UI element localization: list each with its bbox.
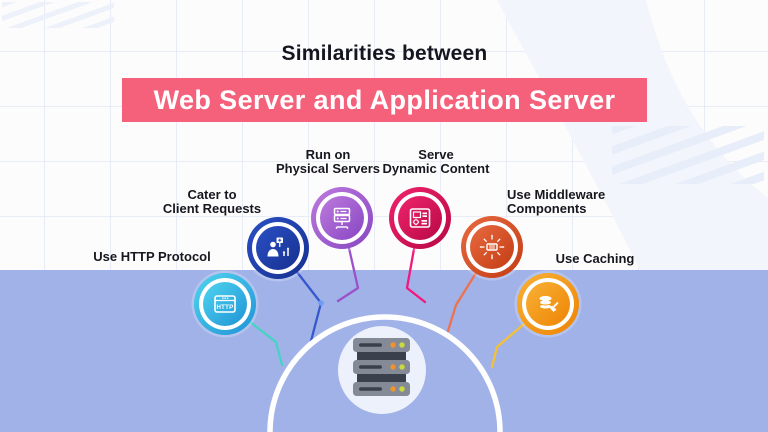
- connector-middleware: [446, 271, 478, 333]
- svg-text:HTTP: HTTP: [217, 304, 234, 311]
- diagonal-stripes-right: [612, 126, 764, 184]
- badge-physical-servers: [311, 187, 373, 249]
- badge-http: HTTP: [194, 273, 256, 335]
- badge-caching: [517, 273, 579, 335]
- connector-bead: [318, 300, 324, 306]
- physical-server-icon: [333, 207, 351, 229]
- white-arch: [267, 314, 503, 432]
- label-cater-client-requests: Cater to Client Requests: [162, 187, 262, 216]
- label-run-physical-servers: Run on Physical Servers: [275, 147, 381, 176]
- badge-middleware: [461, 216, 523, 278]
- middleware-hub-icon: [479, 234, 505, 260]
- banner-title: Web Server and Application Server: [122, 78, 647, 122]
- label-use-middleware: Use Middleware Components: [507, 187, 606, 216]
- connector-caching: [490, 322, 526, 369]
- badge-client-requests: [247, 217, 309, 279]
- caching-brush-icon: [539, 296, 559, 312]
- page-title: Similarities between: [281, 42, 488, 65]
- server-stack-icon: [353, 338, 410, 396]
- diagonal-stripes-top-left: [2, 2, 114, 28]
- label-use-caching: Use Caching: [555, 251, 635, 266]
- connector-dynamic: [405, 247, 427, 304]
- http-window-icon: HTTP: [214, 295, 236, 313]
- client-person-icon: [267, 237, 290, 257]
- connector-http: [248, 320, 284, 367]
- label-use-http-protocol: Use HTTP Protocol: [93, 249, 211, 264]
- dynamic-content-icon: [409, 208, 431, 228]
- badge-dynamic-content: [389, 187, 451, 249]
- connector-physical: [336, 246, 360, 303]
- label-serve-dynamic-content: Serve Dynamic Content: [382, 147, 490, 176]
